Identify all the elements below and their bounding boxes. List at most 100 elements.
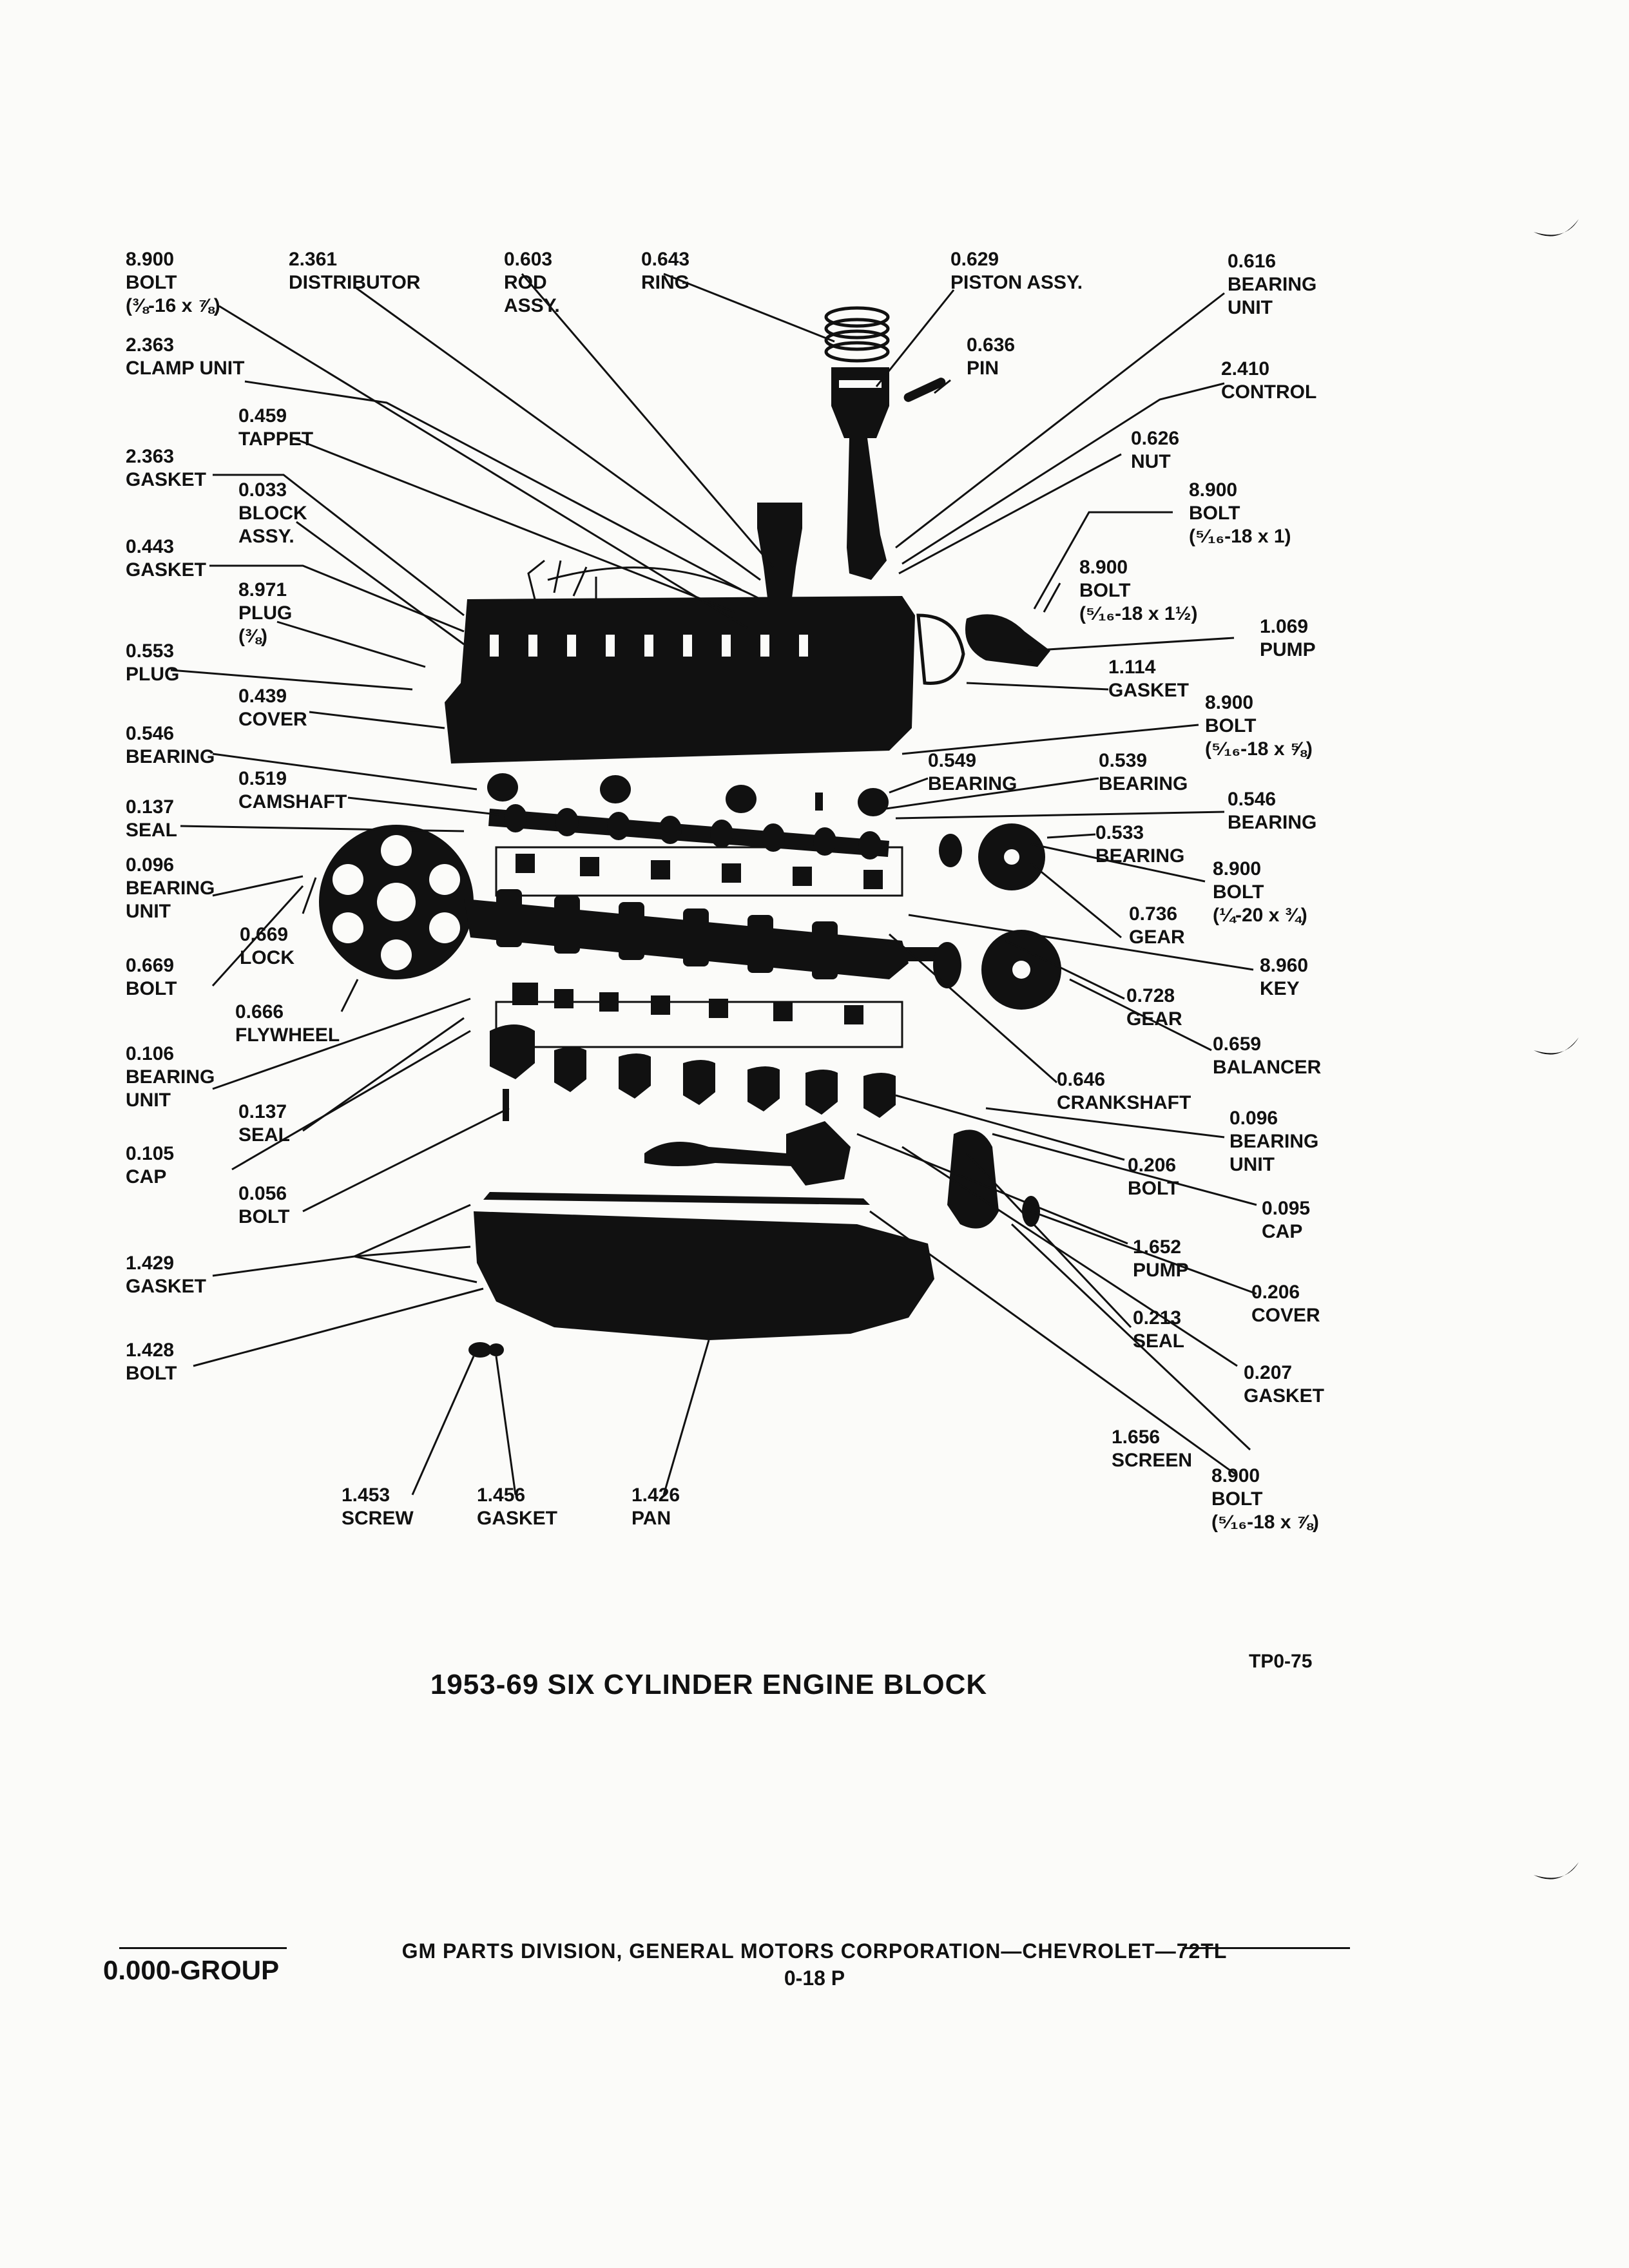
part-number: 0.213 xyxy=(1133,1307,1181,1329)
part-name-line: PAN xyxy=(631,1508,671,1529)
leader-lines xyxy=(170,273,1257,1495)
part-name-line: (⅜) xyxy=(238,626,267,647)
part-name-line: GASKET xyxy=(1244,1385,1324,1407)
part-number: 0.669 xyxy=(126,955,174,976)
part-name-line: (⅜-16 x ⅞) xyxy=(126,295,220,316)
part-number: 2.410 xyxy=(1221,358,1269,380)
part-name-line: SCREW xyxy=(342,1508,414,1529)
part-number: 2.363 xyxy=(126,334,174,356)
part-name-line: BOLT xyxy=(126,1363,177,1384)
part-name-line: LOCK xyxy=(240,947,294,968)
part-number: 8.900 xyxy=(1079,557,1128,578)
part-name-line: DISTRIBUTOR xyxy=(289,272,421,293)
camshaft-art xyxy=(488,809,889,857)
part-name-line: GASKET xyxy=(126,469,206,490)
part-number: 0.736 xyxy=(1129,903,1177,925)
reference-code: TP0-75 xyxy=(1249,1651,1313,1672)
part-name-line: UNIT xyxy=(126,1090,171,1111)
part-number: 8.900 xyxy=(126,249,174,270)
part-number: 0.636 xyxy=(967,334,1015,356)
part-name-line: GEAR xyxy=(1126,1008,1182,1030)
footer-rule-left xyxy=(119,1947,287,1949)
distributor-art xyxy=(757,503,802,619)
part-number: 8.900 xyxy=(1189,479,1237,501)
part-number: 0.443 xyxy=(126,536,174,557)
part-number: 0.106 xyxy=(126,1043,174,1064)
part-number: 0.033 xyxy=(238,479,287,501)
part-number: 0.105 xyxy=(126,1143,174,1164)
part-number: 0.539 xyxy=(1099,750,1147,771)
flywheel-art xyxy=(319,825,474,979)
part-number: 0.629 xyxy=(950,249,999,270)
part-number: 8.900 xyxy=(1213,858,1261,879)
part-name-line: ROD xyxy=(504,272,547,293)
rod-art xyxy=(847,438,887,580)
part-name-line: SEAL xyxy=(126,820,177,841)
part-number: 1.429 xyxy=(126,1253,174,1274)
part-number: 0.096 xyxy=(1229,1108,1278,1129)
piston-rings-art xyxy=(824,306,890,363)
oil-pump-art xyxy=(786,1121,851,1186)
part-name-line: PISTON ASSY. xyxy=(950,272,1083,293)
part-name-line: GASKET xyxy=(1108,680,1189,701)
part-name-line: UNIT xyxy=(126,901,171,922)
main-caps-art xyxy=(490,1024,896,1118)
part-name-line: BOLT xyxy=(1128,1178,1179,1199)
part-name-line: UNIT xyxy=(1228,297,1273,318)
part-number: 0.546 xyxy=(1228,789,1276,810)
crank-gear-art xyxy=(933,942,961,988)
part-name-line: BOLT xyxy=(1079,580,1130,601)
part-name-line: RING xyxy=(641,272,689,293)
part-number: 2.363 xyxy=(126,446,174,467)
part-number: 0.659 xyxy=(1213,1033,1261,1055)
part-number: 0.549 xyxy=(928,750,976,771)
part-name-line: NUT xyxy=(1131,451,1171,472)
part-number: 8.900 xyxy=(1211,1465,1260,1486)
part-number: 0.646 xyxy=(1057,1069,1105,1090)
block-art xyxy=(445,596,915,764)
part-number: 1.426 xyxy=(631,1485,680,1506)
front-plate-art xyxy=(916,613,965,685)
part-number: 2.361 xyxy=(289,249,337,270)
part-number: 0.643 xyxy=(641,249,689,270)
part-number: 0.137 xyxy=(238,1101,287,1122)
part-number: 1.456 xyxy=(477,1485,525,1506)
part-name-line: ASSY. xyxy=(504,295,560,316)
part-number: 1.428 xyxy=(126,1340,174,1361)
part-number: 0.056 xyxy=(238,1183,287,1204)
pin-art xyxy=(903,378,946,402)
part-number: 0.666 xyxy=(235,1001,284,1023)
part-name-line: BEARING xyxy=(1095,845,1184,867)
part-name-line: TAPPET xyxy=(238,428,313,450)
part-name-line: COVER xyxy=(238,709,307,730)
